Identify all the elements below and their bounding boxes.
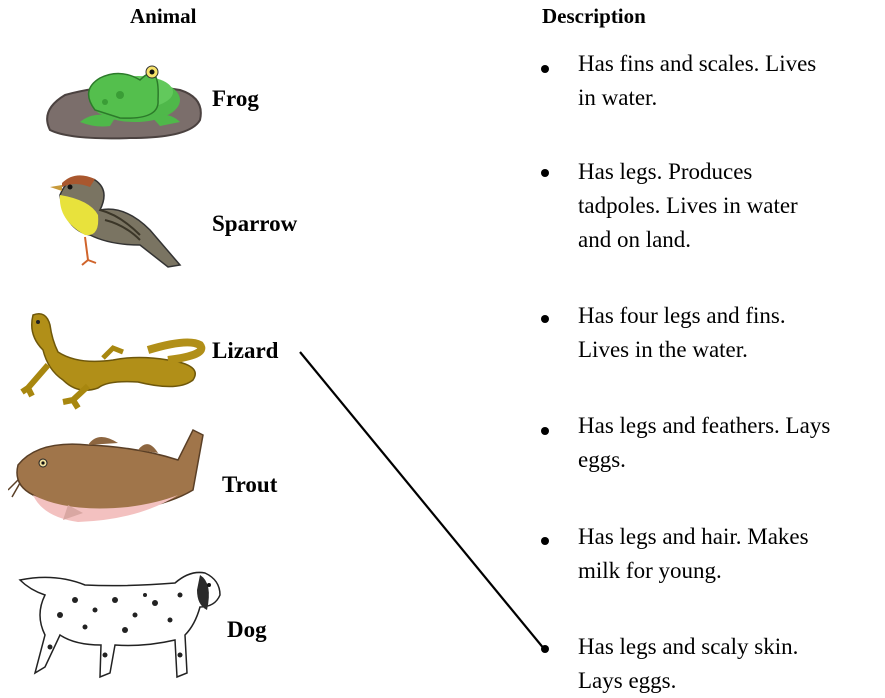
match-line bbox=[300, 352, 545, 650]
